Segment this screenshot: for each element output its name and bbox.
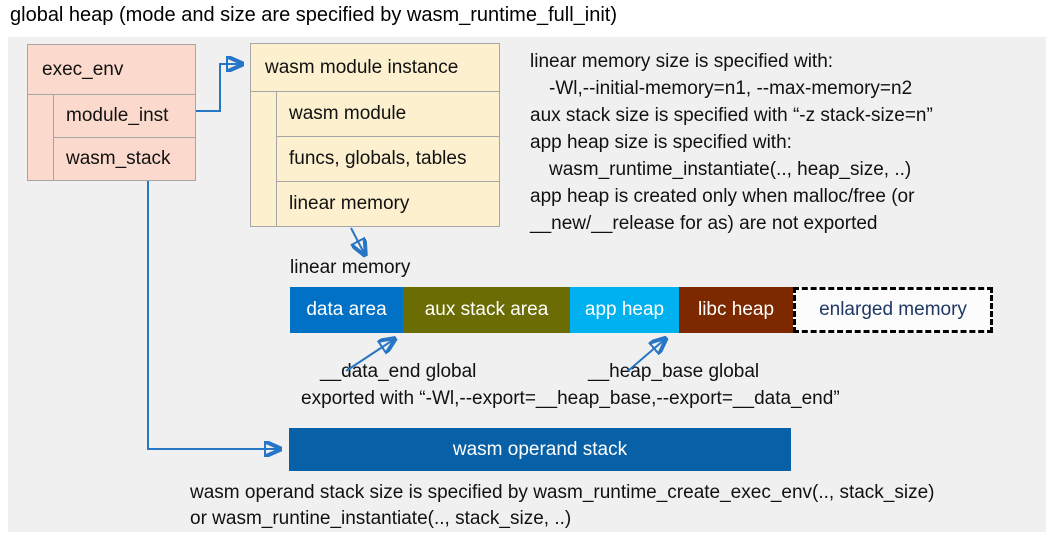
- footer-line: wasm operand stack size is specified by …: [190, 482, 935, 503]
- exec-env-row-wasm-stack: wasm_stack: [53, 138, 195, 180]
- note-line: linear memory size is specified with:: [530, 51, 834, 72]
- note-line: app heap size is specified with:: [530, 132, 792, 153]
- notes-block: linear memory size is specified with: -W…: [530, 48, 1050, 237]
- note-line: app heap is created only when malloc/fre…: [530, 186, 915, 207]
- note-line: aux stack size is specified with “-z sta…: [530, 105, 933, 126]
- wasm-operand-stack-bar: wasm operand stack: [289, 428, 791, 471]
- segment-app-heap: app heap: [570, 287, 679, 333]
- linear-memory-bar: data area aux stack area app heap libc h…: [290, 287, 993, 333]
- page-title: global heap (mode and size are specified…: [10, 4, 617, 26]
- footer-notes: wasm operand stack size is specified by …: [190, 480, 935, 532]
- data-end-global-label: __data_end global: [320, 361, 477, 382]
- note-line: -Wl,--initial-memory=n1, --max-memory=n2: [549, 78, 913, 99]
- wasm-module-instance-box: wasm module instance wasm module funcs, …: [250, 43, 500, 227]
- heap-base-global-label: __heap_base global: [588, 361, 760, 382]
- segment-enlarged-memory: enlarged memory: [793, 287, 993, 333]
- segment-aux-stack-area: aux stack area: [403, 287, 570, 333]
- exec-env-box: exec_env module_inst wasm_stack: [27, 44, 196, 181]
- segment-data-area: data area: [290, 287, 403, 333]
- exec-env-row-module-inst: module_inst: [53, 95, 195, 138]
- module-instance-row-funcs-globals-tables: funcs, globals, tables: [276, 137, 499, 182]
- exec-env-header: exec_env: [28, 45, 195, 95]
- segment-libc-heap: libc heap: [679, 287, 793, 333]
- linear-memory-label: linear memory: [290, 257, 411, 278]
- note-line: wasm_runtime_instantiate(.., heap_size, …: [549, 159, 912, 180]
- module-instance-row-wasm-module: wasm module: [276, 92, 499, 137]
- footer-line: or wasm_runtine_instantiate(.., stack_si…: [190, 508, 572, 529]
- note-line: __new/__release for as) are not exported: [530, 213, 878, 234]
- exported-with-label: exported with “-Wl,--export=__heap_base,…: [301, 388, 840, 409]
- module-instance-header: wasm module instance: [251, 44, 499, 92]
- module-instance-row-linear-memory: linear memory: [276, 182, 499, 226]
